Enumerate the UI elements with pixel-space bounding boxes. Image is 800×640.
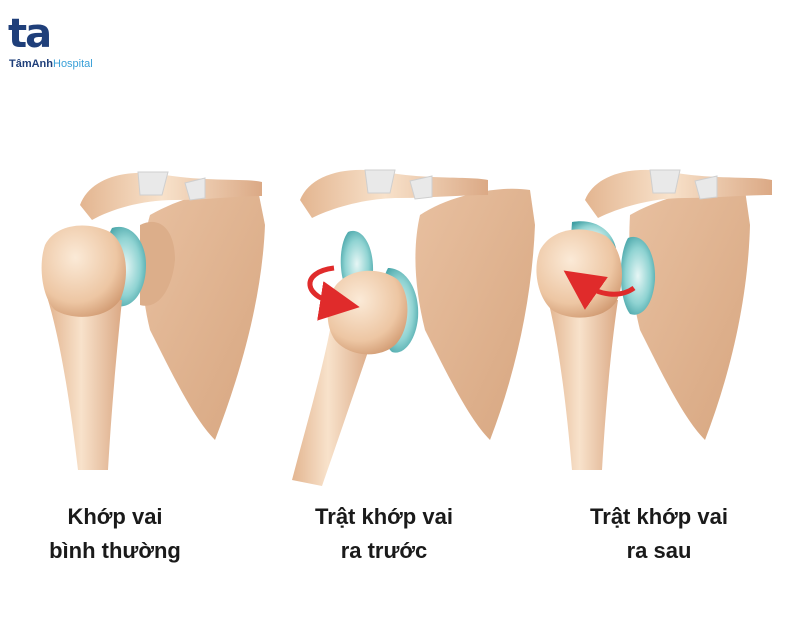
- curved-arrow-icon: [563, 270, 636, 310]
- caption-line-2: ra sau: [626, 538, 692, 563]
- curved-arrow-icon: [307, 265, 360, 321]
- humerus-head: [41, 225, 126, 317]
- scapula: [629, 188, 750, 440]
- normal-shoulder-illustration: [41, 171, 265, 470]
- caption-line-2: ra trước: [340, 538, 428, 563]
- hospital-logo: ta TâmAnhHospital: [8, 14, 118, 74]
- scapula: [415, 188, 535, 440]
- logo-mark: ta: [8, 11, 52, 57]
- humerus-shaft: [548, 300, 618, 470]
- anterior-dislocation-illustration: [292, 169, 535, 486]
- caption-anterior: Trật khớp vai ra trước: [274, 500, 494, 568]
- humerus-shaft: [48, 300, 122, 470]
- caption-line-1: Trật khớp vai: [590, 504, 728, 529]
- caption-line-2: bình thường: [49, 538, 181, 563]
- caption-posterior: Trật khớp vai ra sau: [549, 500, 769, 568]
- clavicle: [80, 172, 262, 220]
- humerus-head: [536, 229, 622, 318]
- clavicle: [300, 169, 488, 218]
- humerus-head: [327, 270, 408, 355]
- posterior-dislocation-illustration: [536, 169, 772, 470]
- logo-text: TâmAnhHospital: [9, 58, 93, 70]
- humerus-shaft: [292, 330, 372, 486]
- cartilage-glenoid: [620, 236, 656, 315]
- caption-normal: Khớp vai bình thường: [5, 500, 225, 568]
- acromion-ligaments: [137, 171, 206, 201]
- acromion-ligaments: [364, 169, 433, 200]
- caption-line-1: Trật khớp vai: [315, 504, 453, 529]
- glenoid: [140, 221, 175, 306]
- clavicle: [585, 169, 772, 218]
- logo-name: TâmAnh: [9, 58, 53, 70]
- acromion-ligaments: [649, 169, 718, 200]
- caption-line-1: Khớp vai: [67, 504, 163, 529]
- logo-suffix: Hospital: [53, 58, 93, 70]
